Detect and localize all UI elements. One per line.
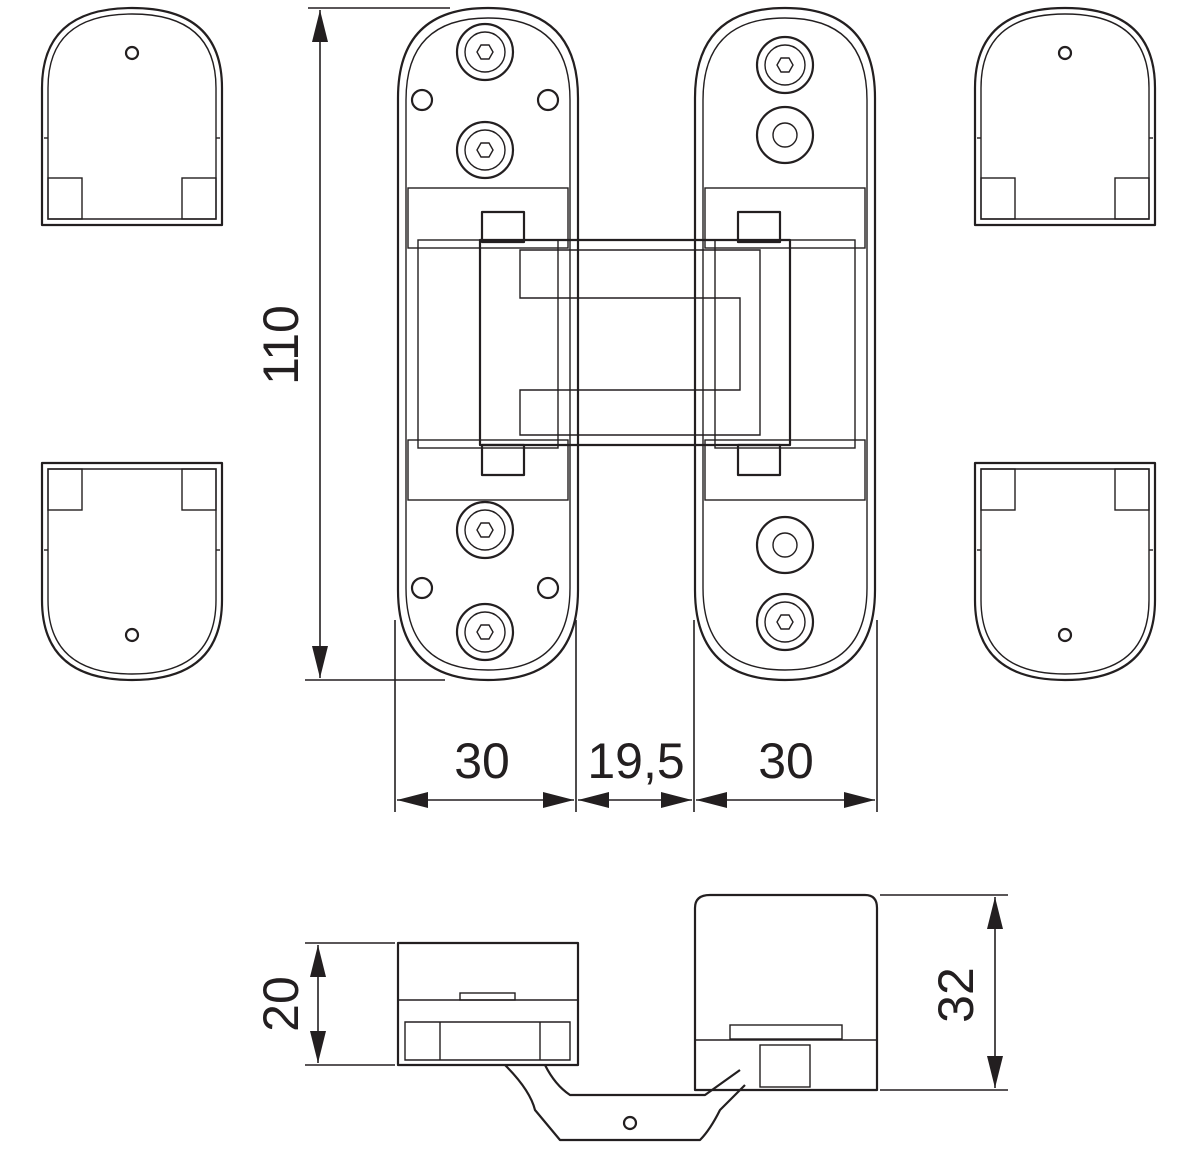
hinge-link-arm [478, 210, 792, 477]
dimension-height: 110 [253, 7, 450, 681]
cover-cap-bottom-right [973, 461, 1157, 682]
dimension-label-right-width: 30 [758, 733, 814, 789]
dimension-label-left-width: 30 [454, 733, 510, 789]
dimension-label-20: 20 [253, 976, 309, 1032]
cover-cap-top-left [40, 6, 224, 227]
cover-cap-top-right [973, 6, 1157, 227]
hinge-side-view [396, 893, 879, 1142]
dimension-side-left: 20 [253, 942, 395, 1066]
hinge-body-left [396, 6, 580, 682]
hinge-body-right [693, 6, 877, 682]
dimension-label-32: 32 [928, 967, 984, 1023]
dimension-label-110: 110 [253, 305, 309, 385]
dimension-widths: 30 19,5 30 [394, 620, 878, 812]
dimension-side-right: 32 [880, 894, 1008, 1091]
dimension-label-gap: 19,5 [587, 733, 684, 789]
cover-cap-bottom-left [40, 461, 224, 682]
